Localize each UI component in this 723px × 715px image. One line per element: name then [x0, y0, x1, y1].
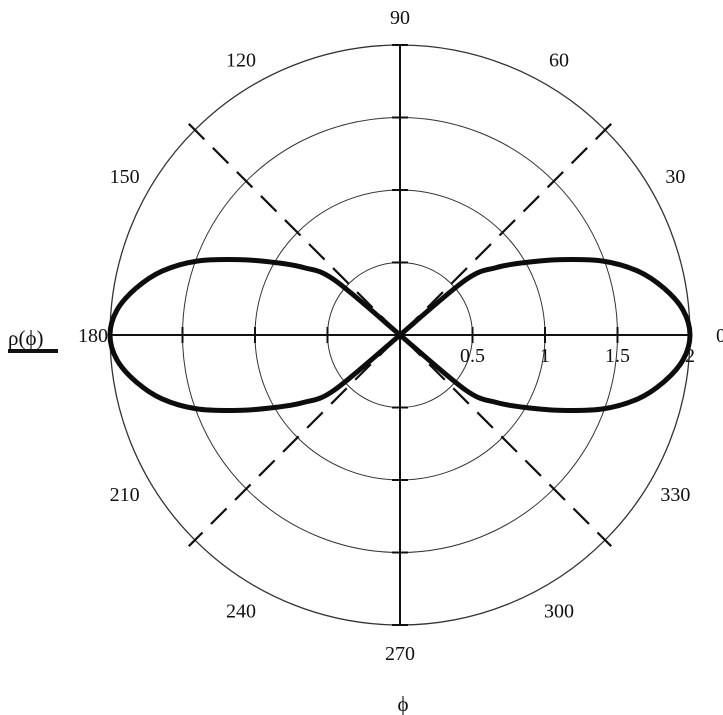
series-curve-loop	[397, 256, 693, 414]
asymptote-line	[188, 123, 612, 547]
angle-tick-label: 60	[549, 50, 569, 72]
radial-tick-label: 2	[685, 345, 695, 367]
series-curve-loop	[107, 256, 403, 414]
angle-tick-label: 90	[390, 7, 410, 29]
angle-tick-label: 30	[665, 166, 685, 188]
radial-tick-label: 0.5	[460, 345, 485, 367]
angle-tick-label: 240	[226, 600, 256, 622]
x-axis-label: ϕ	[397, 692, 408, 715]
tick-labels: 0 30 60 90 120 150 180 210 240 270 300 330 0.5 1 1.5 2	[78, 7, 723, 665]
y-axis-label: ρ(ϕ)	[8, 326, 44, 350]
angle-tick-label: 150	[110, 166, 140, 188]
data-series	[107, 256, 693, 414]
angle-tick-label: 0	[716, 325, 723, 347]
angle-tick-label: 330	[660, 484, 690, 506]
angle-tick-label: 270	[385, 643, 415, 665]
angle-tick-label: 120	[226, 50, 256, 72]
radial-tick-label: 1.5	[605, 345, 630, 367]
angle-tick-label: 300	[544, 600, 574, 622]
angle-tick-label: 210	[110, 484, 140, 506]
angle-tick-label: 180	[78, 325, 108, 347]
radial-tick-label: 1	[540, 345, 550, 367]
asymptote-line	[188, 123, 612, 547]
asymptote-lines	[188, 123, 612, 547]
